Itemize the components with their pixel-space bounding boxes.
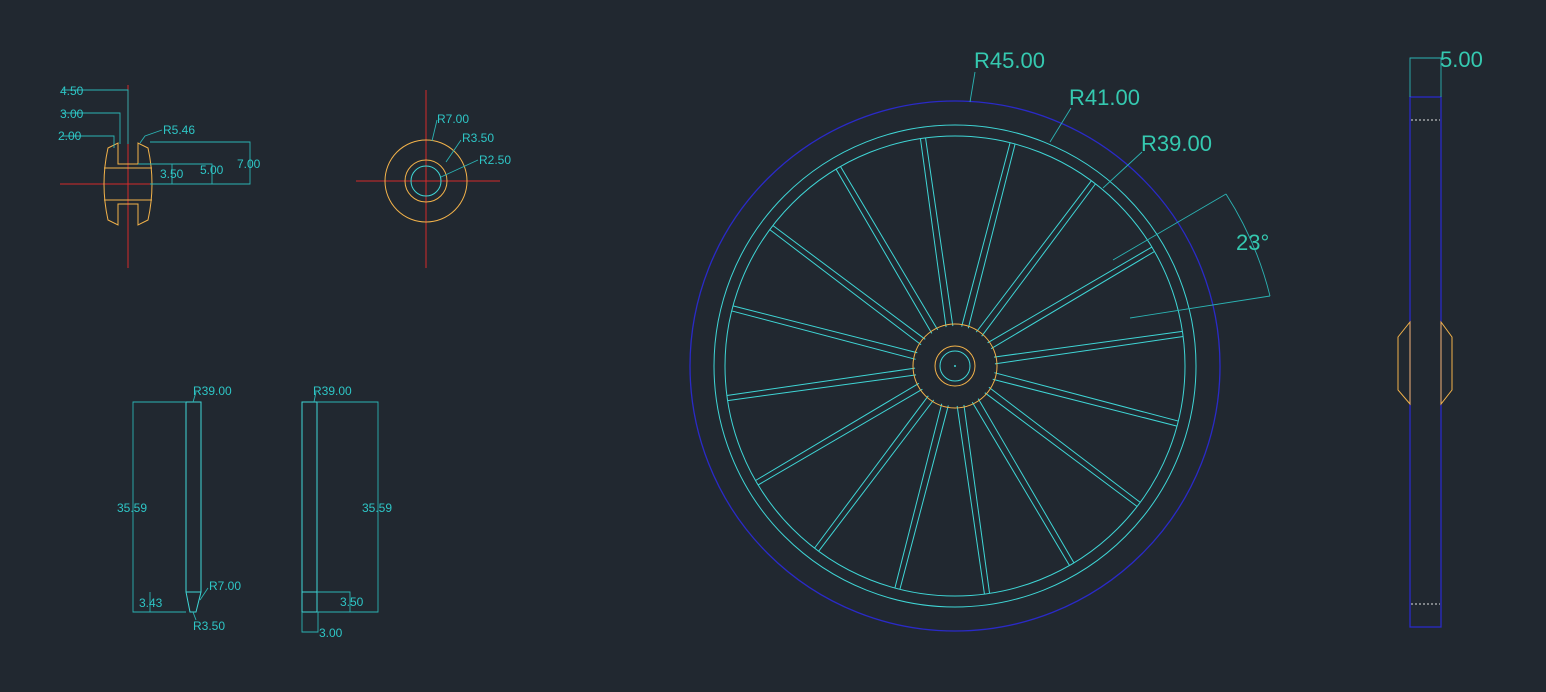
wheel-front-view[interactable]: R45.00 R41.00 R39.00 23° bbox=[689, 48, 1271, 632]
spoke-straight-view[interactable]: R39.00 35.59 3.50 3.00 bbox=[301, 384, 392, 640]
dim-r7-00-spoke: R7.00 bbox=[209, 579, 241, 593]
spoke-line bbox=[984, 392, 1138, 507]
spoke-line bbox=[899, 405, 949, 590]
spoke-line bbox=[757, 388, 923, 486]
dim-r2-50: R2.50 bbox=[479, 153, 511, 167]
dim-r39-00-straight: R39.00 bbox=[313, 384, 352, 398]
dim-r3-50: R3.50 bbox=[462, 131, 494, 145]
hub-outer-circle bbox=[912, 323, 998, 409]
spoke-line bbox=[994, 336, 1184, 365]
dim-35-59: 35.59 bbox=[117, 501, 147, 515]
spoke-line bbox=[769, 229, 922, 346]
spoke-line bbox=[975, 180, 1092, 333]
spoke-line bbox=[971, 401, 1070, 566]
dim-7-00: 7.00 bbox=[237, 157, 261, 171]
inner-circle-r2-5 bbox=[410, 165, 442, 197]
wheel-side-view[interactable]: 5.00 bbox=[1397, 47, 1483, 628]
dim-3-00-straight: 3.00 bbox=[319, 626, 343, 640]
spoke-line bbox=[726, 367, 916, 396]
bushing-front-view[interactable]: R7.00 R3.50 R2.50 bbox=[356, 90, 511, 268]
spoke-line bbox=[990, 251, 1155, 350]
spoke-line bbox=[727, 374, 917, 402]
dim-r45-00: R45.00 bbox=[974, 48, 1045, 73]
dim-r7-00: R7.00 bbox=[437, 112, 469, 126]
dim-3-50: 3.50 bbox=[160, 167, 184, 181]
dim-5-00: 5.00 bbox=[200, 163, 224, 177]
spoke-line bbox=[981, 183, 1096, 337]
dim-r41-00: R41.00 bbox=[1069, 85, 1140, 110]
tire-side-outline bbox=[1409, 96, 1442, 628]
dim-5-00-width: 5.00 bbox=[1440, 47, 1483, 72]
dim-angle-23: 23° bbox=[1236, 230, 1269, 255]
tire-circle-r45 bbox=[689, 100, 1221, 632]
spoke-line bbox=[994, 372, 1179, 422]
dim-r3-50-spoke: R3.50 bbox=[193, 619, 225, 633]
spoke-line bbox=[731, 310, 916, 360]
spoke-line bbox=[993, 330, 1183, 358]
spoke-line bbox=[987, 246, 1153, 344]
dim-r39-00: R39.00 bbox=[193, 384, 232, 398]
spoke-line bbox=[894, 403, 943, 589]
spoke-line bbox=[963, 404, 991, 594]
dim-3-50-straight: 3.50 bbox=[340, 595, 364, 609]
spoke-line bbox=[961, 142, 1011, 327]
spoke-outline bbox=[185, 401, 202, 613]
dim-r5-46: R5.46 bbox=[163, 123, 195, 137]
spoke-line bbox=[732, 305, 918, 354]
spoke-line bbox=[814, 395, 929, 549]
hub-left-boss bbox=[1397, 320, 1411, 406]
hub-right-boss bbox=[1440, 320, 1453, 406]
rim-circle-r41 bbox=[713, 124, 1197, 608]
spoke-line bbox=[988, 386, 1141, 503]
dim-3-43: 3.43 bbox=[139, 596, 163, 610]
rim-inner-circle-r39 bbox=[724, 135, 1186, 597]
dim-2-00: 2.00 bbox=[58, 129, 82, 143]
spoke-line bbox=[992, 378, 1178, 427]
spoke-line bbox=[967, 143, 1016, 329]
spoke-line bbox=[925, 137, 954, 327]
spoke-line bbox=[977, 398, 1075, 564]
hub-mid-circle bbox=[934, 345, 976, 387]
spoke-line bbox=[772, 225, 926, 340]
hub-inner-circle bbox=[939, 350, 971, 382]
spoke-straight-outline bbox=[301, 401, 318, 613]
spoke-line bbox=[919, 138, 947, 328]
wheel-spokes bbox=[726, 137, 1184, 595]
spoke-tapered-view[interactable]: R39.00 35.59 3.43 R7.00 R3.50 bbox=[117, 384, 241, 633]
spoke-line bbox=[755, 382, 920, 481]
dim-35-59-straight: 35.59 bbox=[362, 501, 392, 515]
outer-circle-r7 bbox=[384, 139, 468, 223]
bushing-side-view[interactable]: 4.50 3.00 2.00 R5.46 3.50 5.00 7.00 bbox=[58, 84, 261, 268]
spoke-line bbox=[956, 405, 985, 595]
dim-3-00: 3.00 bbox=[60, 107, 84, 121]
spoke-line bbox=[818, 399, 935, 552]
dim-r39-00-wheel: R39.00 bbox=[1141, 131, 1212, 156]
spoke-line bbox=[835, 168, 933, 334]
spoke-line bbox=[840, 166, 939, 331]
dim-4-50: 4.50 bbox=[60, 84, 84, 98]
mid-circle-r3-5 bbox=[404, 159, 448, 203]
bushing-outline bbox=[103, 142, 153, 226]
